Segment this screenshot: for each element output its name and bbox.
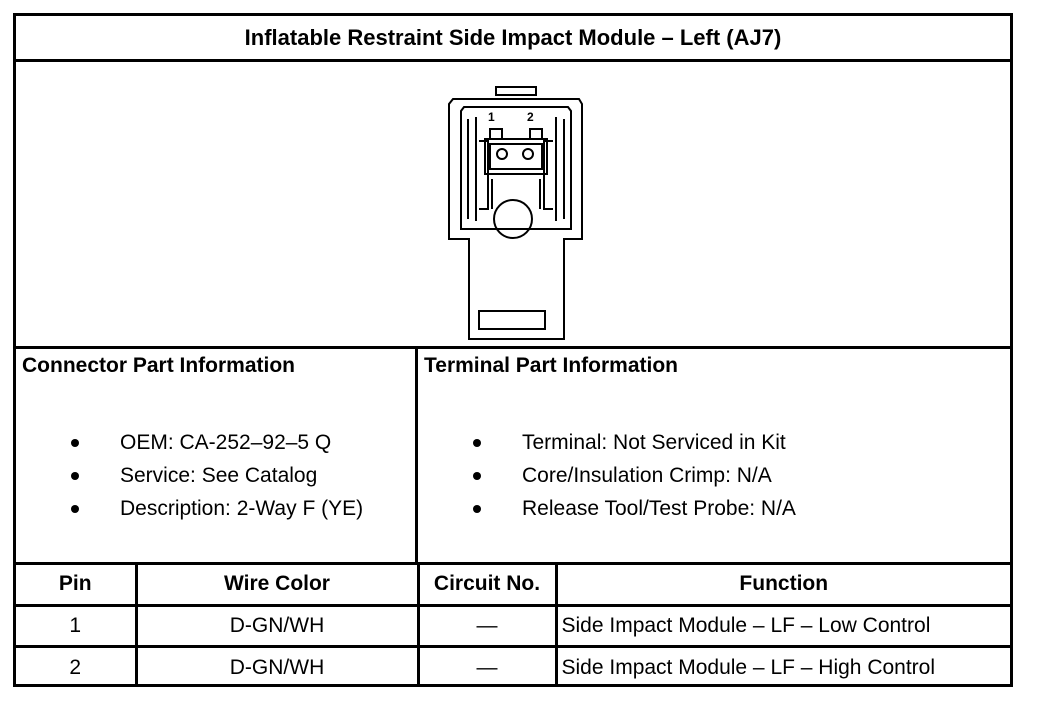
cavity-tab-1 — [489, 128, 503, 140]
header-function: Function — [554, 565, 1010, 607]
cell-circuit-no: — — [416, 603, 558, 649]
pin-label-2: 2 — [527, 110, 534, 124]
connector-slot — [478, 310, 546, 330]
cavity-tab-2 — [529, 128, 543, 140]
cell-function: Side Impact Module – LF – Low Control — [554, 603, 1010, 649]
bullet-icon — [473, 472, 481, 480]
connector-face-diagram: 1 2 — [448, 86, 583, 340]
bullet-icon — [473, 439, 481, 447]
connector-info-heading: Connector Part Information — [22, 354, 296, 377]
table-row: 1 D-GN/WH — Side Impact Module – LF – Lo… — [16, 603, 1010, 649]
pin-table: Pin Wire Color Circuit No. Function 1 D-… — [16, 565, 1010, 687]
connector-part-info: Connector Part Information OEM: CA-252–9… — [16, 346, 418, 562]
cell-wire-color: D-GN/WH — [134, 603, 420, 649]
cell-circuit-no: — — [416, 645, 558, 687]
cell-pin: 1 — [16, 603, 138, 649]
bullet-icon — [473, 505, 481, 513]
page-title: Inflatable Restraint Side Impact Module … — [16, 16, 1010, 62]
terminal-part-info: Terminal Part Information Terminal: Not … — [424, 354, 796, 520]
table-row: 2 D-GN/WH — Side Impact Module – LF – Hi… — [16, 645, 1010, 687]
connector-boss — [493, 199, 533, 239]
cavity-2 — [522, 148, 534, 160]
bullet-icon — [71, 472, 79, 480]
bullet-icon — [71, 439, 79, 447]
connector-housing — [448, 98, 583, 340]
bullet-icon — [71, 505, 79, 513]
cell-function: Side Impact Module – LF – High Control — [554, 645, 1010, 687]
terminal-info-heading: Terminal Part Information — [424, 354, 678, 377]
pin-label-1: 1 — [488, 110, 495, 124]
header-pin: Pin — [16, 565, 138, 607]
connector-sheet: Inflatable Restraint Side Impact Module … — [13, 13, 1013, 687]
header-wire-color: Wire Color — [134, 565, 420, 607]
connector-latch — [495, 86, 537, 96]
table-header-row: Pin Wire Color Circuit No. Function — [16, 565, 1010, 607]
cell-wire-color: D-GN/WH — [134, 645, 420, 687]
terminal-cavity-block — [484, 138, 548, 175]
part-information: Connector Part Information OEM: CA-252–9… — [16, 346, 1010, 565]
cavity-1 — [496, 148, 508, 160]
connector-figure: 1 2 — [16, 59, 1010, 349]
cell-pin: 2 — [16, 645, 138, 687]
header-circuit-no: Circuit No. — [416, 565, 558, 607]
